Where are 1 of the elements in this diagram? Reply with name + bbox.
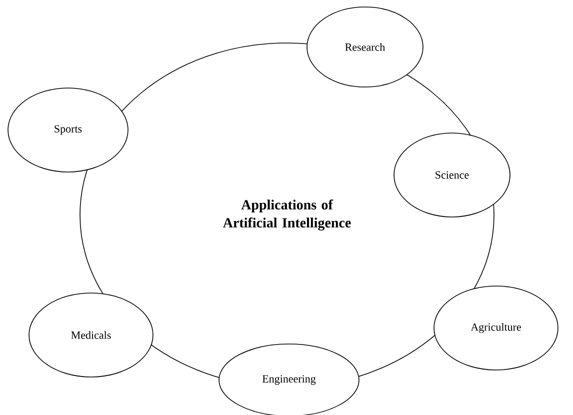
node-label: Engineering xyxy=(262,375,316,385)
